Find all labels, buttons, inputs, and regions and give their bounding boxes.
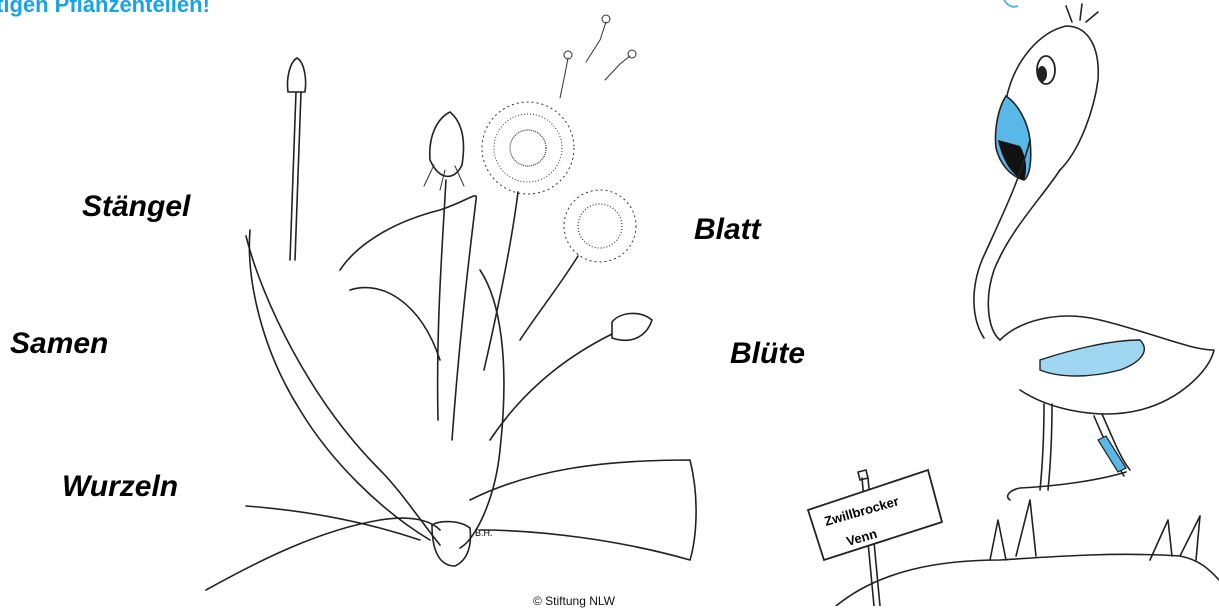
- flying-seeds: [560, 15, 636, 98]
- label-blatt: Blatt: [694, 213, 761, 247]
- seed-head-small: [520, 190, 636, 340]
- label-staengel: Stängel: [82, 190, 190, 224]
- location-sign: Zwillbrocker Venn: [808, 470, 942, 606]
- artist-initials: B.H.: [475, 528, 493, 538]
- label-bluete: Blüte: [730, 337, 805, 371]
- label-samen: Samen: [10, 327, 108, 361]
- seed-head: [482, 102, 574, 370]
- wing-accent: [1040, 340, 1144, 376]
- dandelion-drawing: B.H.: [206, 15, 696, 590]
- flamingo-drawing: Zwillbrocker Venn: [808, 0, 1219, 606]
- label-wurzeln: Wurzeln: [62, 470, 178, 504]
